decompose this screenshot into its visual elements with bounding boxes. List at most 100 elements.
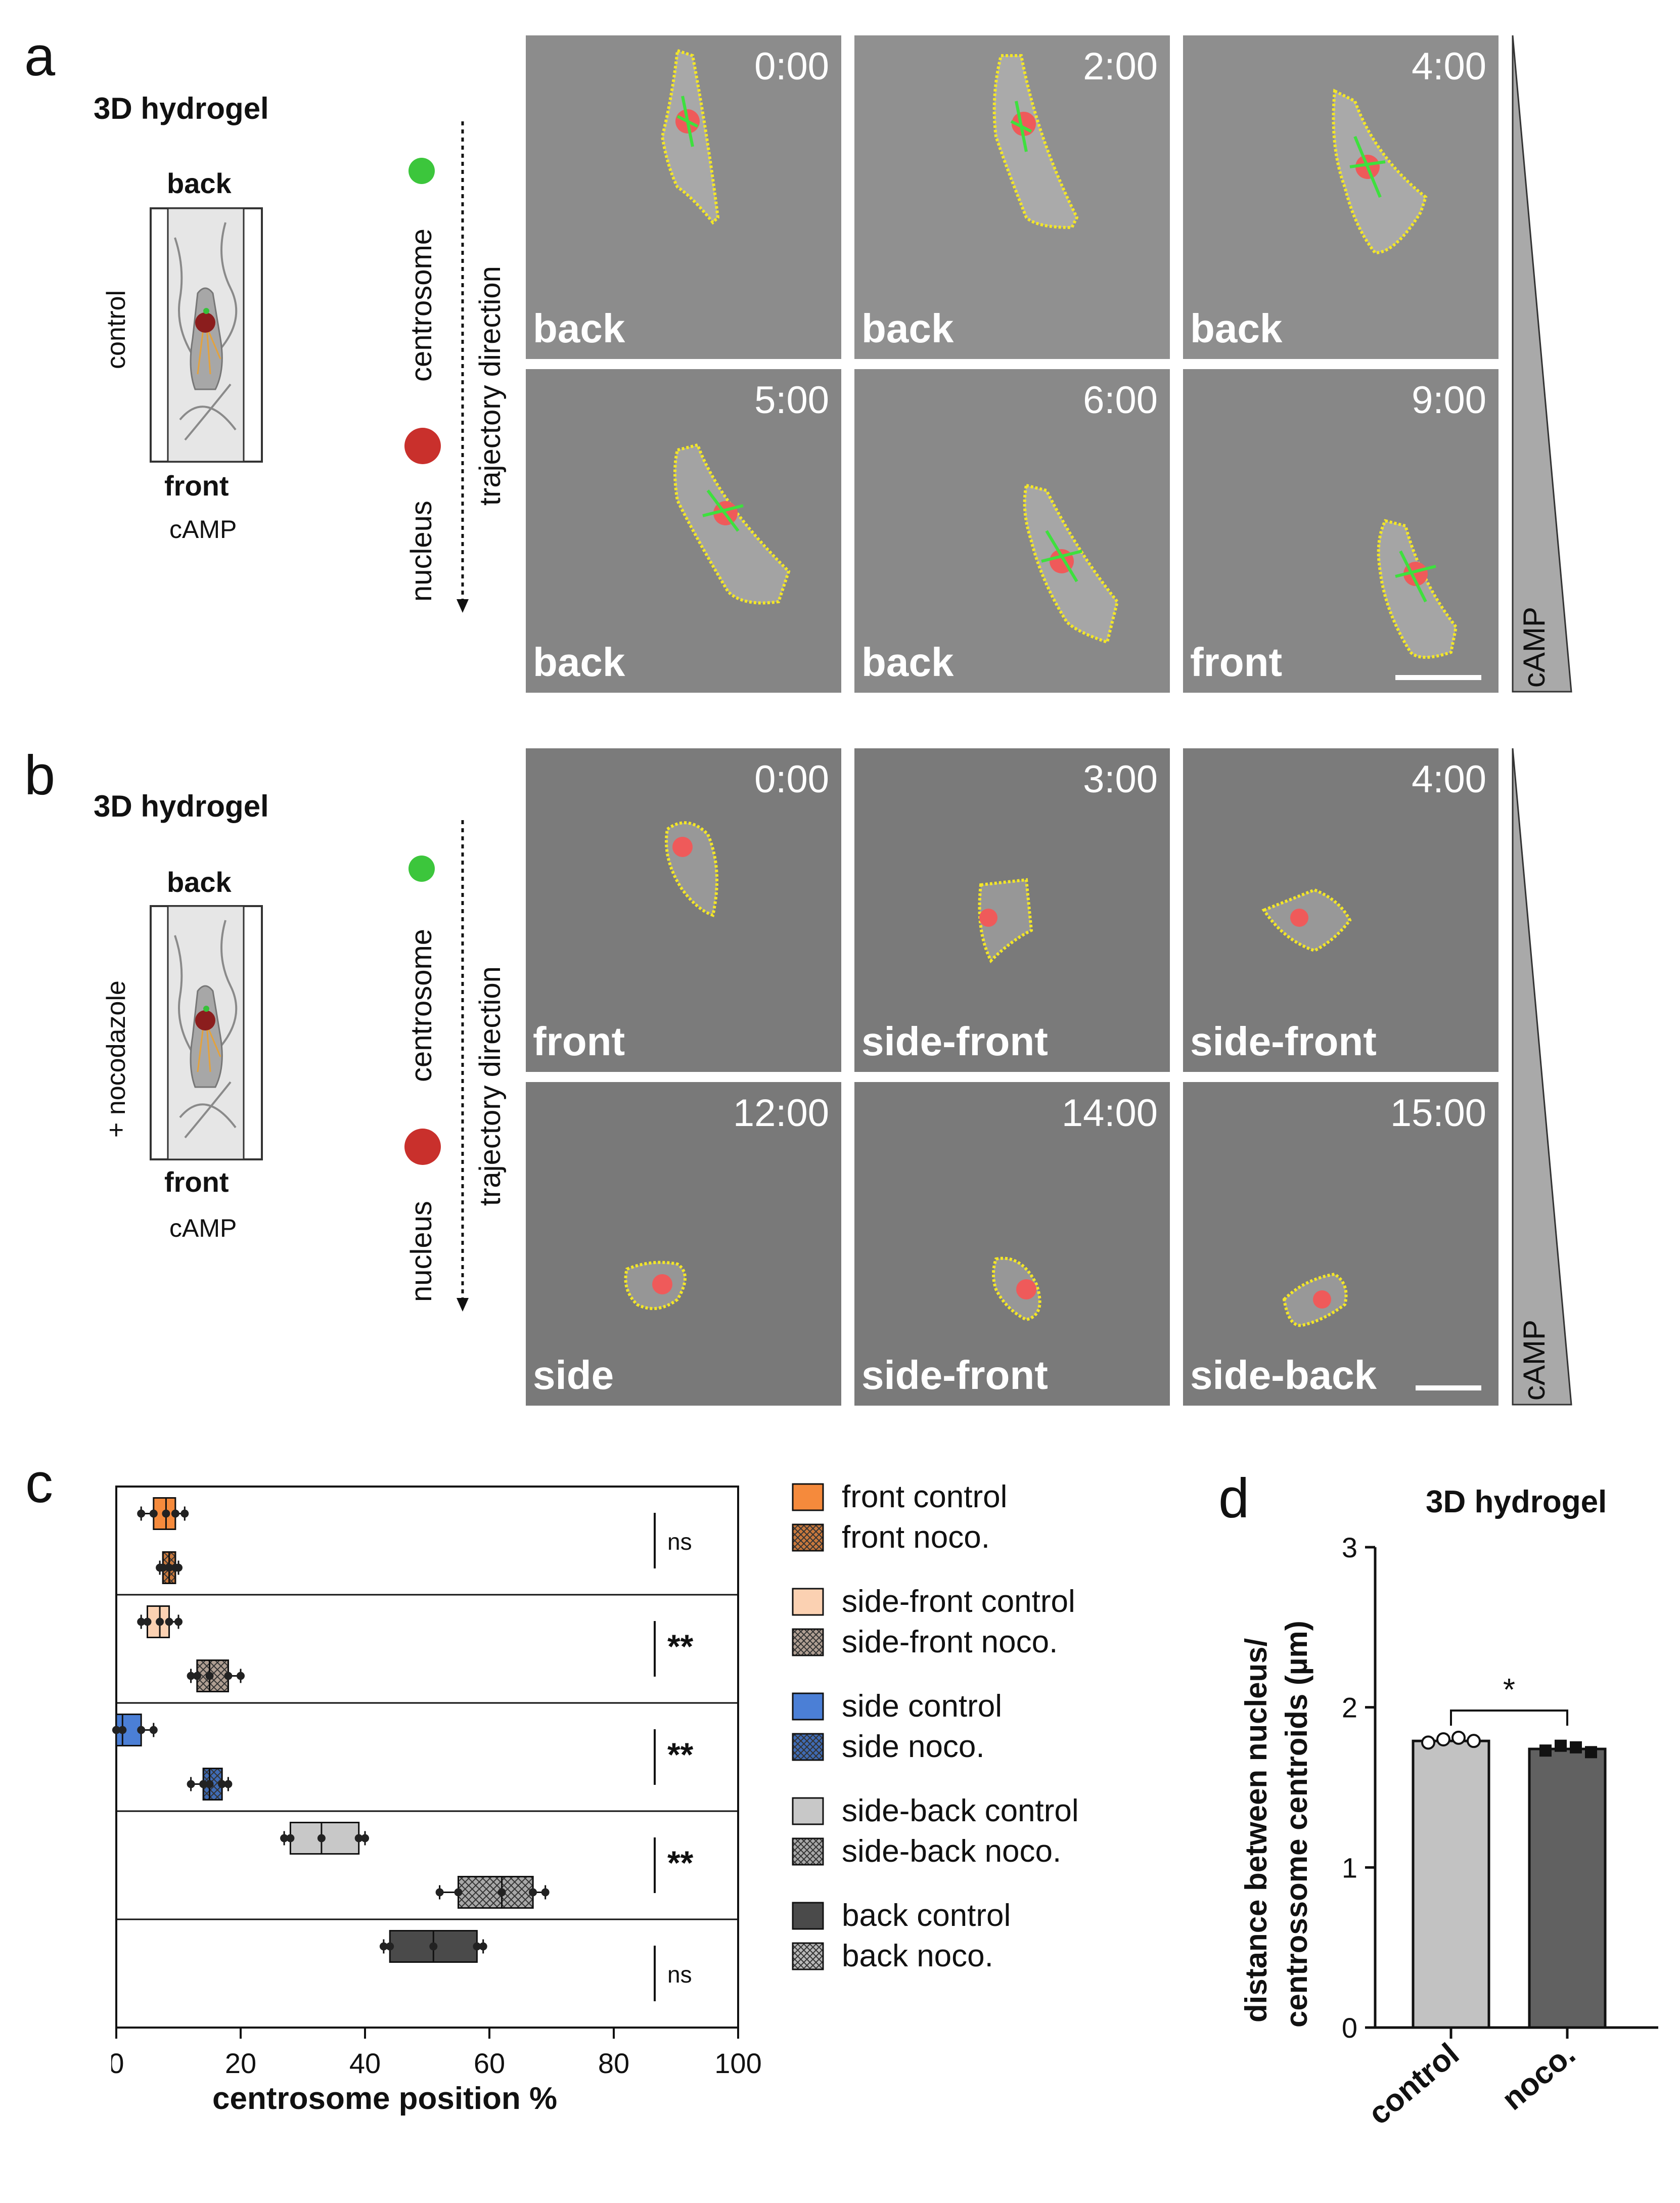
box-point: [137, 1509, 146, 1518]
panel-b-tile-6-time: 15:00: [1390, 1092, 1486, 1135]
panel-b-tile-4: 12:00 side: [526, 1082, 841, 1406]
box-point: [199, 1780, 208, 1788]
box-point: [286, 1834, 295, 1842]
bar-chart-title: 3D hydrogel: [1426, 1485, 1607, 1519]
bar-point: [1539, 1744, 1552, 1757]
box-point: [218, 1780, 226, 1788]
y-tick-label: 3: [1342, 1532, 1357, 1563]
x-tick-label: 100: [714, 2047, 761, 2079]
x-tick-label: 80: [598, 2047, 629, 2079]
x-tick-label: 20: [225, 2047, 256, 2079]
panel-letter-a: a: [24, 25, 56, 87]
legend-swatch: [792, 1797, 824, 1825]
y-tick-label: 2: [1342, 1692, 1357, 1724]
panel-b-schematic-camp: cAMP: [169, 1214, 237, 1242]
panel-b-tile-5-position: side-front: [861, 1353, 1048, 1398]
box-point: [149, 1509, 158, 1518]
box-chart-frame: [115, 1486, 739, 2029]
significance-bracket: [1450, 1710, 1568, 1726]
box-pattern: [458, 1876, 534, 1909]
x-tick-label: control: [1362, 2037, 1466, 2132]
panel-a-tile-1-time: 0:00: [754, 45, 829, 88]
significance-label: **: [667, 1628, 694, 1665]
box-point: [193, 1672, 201, 1680]
panel-b-centrosome-dot: [408, 856, 435, 882]
panel-a-tile-3-position: back: [1190, 306, 1283, 351]
panel-a-tile-2-time: 2:00: [1083, 45, 1158, 88]
legend-swatch: [792, 1588, 824, 1616]
panel-b-tile-4-position: side: [533, 1353, 614, 1398]
box-point: [454, 1888, 463, 1897]
legend-swatch-pattern: [792, 1942, 824, 1970]
legend-label: front noco.: [842, 1520, 990, 1555]
panel-a-scale-bar: [1395, 675, 1481, 680]
legend-label: front control: [842, 1479, 1007, 1514]
panel-a-tile-6-time: 9:00: [1412, 379, 1486, 422]
panel-b-tile-2-time: 3:00: [1083, 758, 1158, 801]
box-point: [386, 1942, 394, 1951]
panel-a-camp-label: cAMP: [1517, 606, 1551, 688]
panel-b-tile-1: 0:00 front: [526, 748, 841, 1072]
significance-label: *: [1503, 1673, 1515, 1707]
box-point: [149, 1726, 158, 1734]
box-point: [361, 1834, 369, 1842]
box-point: [165, 1563, 173, 1572]
panel-letter-c: c: [25, 1452, 53, 1514]
legend-label: side noco.: [842, 1729, 985, 1764]
bar-noco: [1528, 1747, 1607, 2029]
panel-a-tile-4-time: 5:00: [754, 379, 829, 422]
legend-svg: front control front noco. side-front contr…: [792, 1479, 1079, 1973]
panel-a-tile-5-position: back: [861, 640, 954, 685]
box-point: [237, 1672, 245, 1680]
box-point: [118, 1726, 127, 1734]
panel-a-schematic-front: front: [164, 470, 229, 502]
box-point: [529, 1888, 537, 1897]
legend-label: side-back noco.: [842, 1834, 1061, 1869]
box-point: [224, 1672, 233, 1680]
panel-a-centrosome-label: centrosome: [405, 228, 438, 382]
bar-control: [1412, 1739, 1490, 2029]
panel-a-centrosome-dot: [408, 158, 435, 184]
panel-b-schematic: [150, 905, 263, 1160]
panel-b-tile-5: 14:00 side-front: [854, 1082, 1170, 1406]
box-point: [205, 1672, 214, 1680]
panel-b-condition-label: + nocodazole: [102, 980, 131, 1138]
box-point: [137, 1726, 146, 1734]
box-point: [180, 1509, 189, 1518]
panel-b-camp-label: cAMP: [1517, 1319, 1551, 1401]
panel-b-tile-1-time: 0:00: [754, 758, 829, 801]
panel-a-tile-1: 0:00 back: [526, 35, 841, 359]
legend-swatch-pattern: [792, 1733, 824, 1761]
legend-label: side-back control: [842, 1793, 1079, 1828]
significance-label: **: [667, 1736, 694, 1773]
legend-swatch-pattern: [792, 1628, 824, 1656]
panel-b-tile-1-position: front: [533, 1019, 625, 1064]
bar-point: [1570, 1741, 1582, 1754]
box-point: [429, 1942, 438, 1951]
panel-a-schematic-back: back: [167, 167, 232, 199]
x-tick-label: 60: [474, 2047, 505, 2079]
panel-a-tile-1-position: back: [533, 306, 625, 351]
box-point: [112, 1726, 120, 1734]
box-point: [156, 1617, 164, 1626]
box-point: [497, 1888, 506, 1897]
panel-a-tile-5: 6:00 back: [854, 369, 1170, 693]
panel-b-tile-2: 3:00 side-front: [854, 748, 1170, 1072]
bar-point: [1555, 1739, 1567, 1752]
box-point: [187, 1672, 195, 1680]
x-tick-label: noco.: [1495, 2037, 1582, 2117]
panel-b-tile-3-position: side-front: [1190, 1019, 1377, 1064]
box-point: [354, 1834, 363, 1842]
bar-point: [1585, 1746, 1597, 1759]
panel-b-trajectory-arrow: [455, 820, 470, 1313]
box-point: [174, 1617, 183, 1626]
box-point: [187, 1780, 195, 1788]
legend-label: side-front control: [842, 1584, 1075, 1619]
panel-letter-b: b: [24, 744, 56, 806]
panel-a-hydrogel-title: 3D hydrogel: [94, 92, 269, 125]
panel-b-tile-4-time: 12:00: [733, 1092, 829, 1135]
bar-point: [1451, 1730, 1466, 1745]
